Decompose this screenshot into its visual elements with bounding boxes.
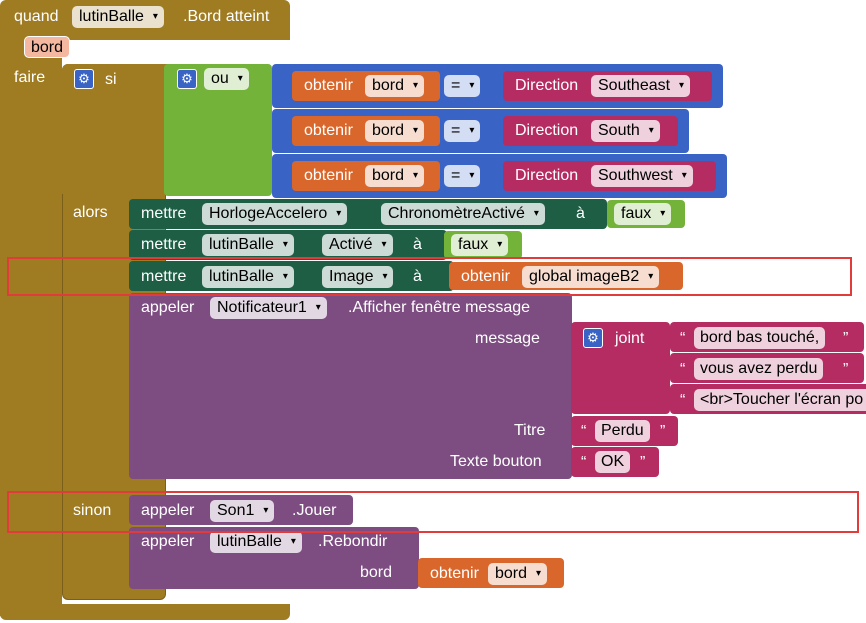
notifier-method-label: .Afficher fenêtre message bbox=[348, 299, 531, 316]
highlight-box bbox=[7, 491, 859, 533]
highlight-box bbox=[7, 257, 852, 296]
sound-method-label: .Jouer bbox=[292, 502, 337, 519]
direction-label: Direction bbox=[515, 167, 579, 184]
quote-open: “ bbox=[680, 361, 686, 378]
event-component-dropdown[interactable]: lutinBalle▾ bbox=[72, 6, 164, 28]
property-dropdown[interactable]: ChronomètreActivé▾ bbox=[381, 203, 545, 225]
message-socket-label: message bbox=[475, 330, 540, 347]
get-label: obtenir bbox=[304, 122, 353, 139]
to-label: à bbox=[576, 205, 585, 222]
text-field[interactable]: <br>Toucher l'écran po bbox=[694, 389, 866, 411]
to-label: à bbox=[413, 268, 422, 285]
var-dropdown[interactable]: bord▾ bbox=[365, 75, 425, 97]
event-block-bottom bbox=[0, 604, 290, 620]
quote-open: “ bbox=[581, 454, 587, 471]
var-dropdown[interactable]: bord▾ bbox=[488, 563, 548, 585]
bounce-method-label: .Rebondir bbox=[318, 533, 388, 550]
text-field[interactable]: bord bas touché, bbox=[694, 327, 826, 349]
quote-open: “ bbox=[581, 423, 587, 440]
bounce-param-label: bord bbox=[360, 564, 393, 581]
button-socket-label: Texte bouton bbox=[450, 453, 542, 470]
quote-close: ” bbox=[640, 454, 646, 471]
global-var-dropdown[interactable]: global imageB2▾ bbox=[522, 266, 660, 288]
compare-operator-dropdown[interactable]: =▾ bbox=[444, 165, 481, 187]
gear-icon[interactable]: ⚙ bbox=[583, 328, 603, 348]
bounce-component-dropdown[interactable]: lutinBalle▾ bbox=[210, 531, 302, 553]
property-dropdown[interactable]: Image▾ bbox=[322, 266, 394, 288]
gear-icon[interactable]: ⚙ bbox=[177, 69, 197, 89]
to-label: à bbox=[413, 236, 422, 253]
or-operator-dropdown[interactable]: ou▾ bbox=[204, 68, 249, 90]
compare-operator-dropdown[interactable]: =▾ bbox=[444, 120, 481, 142]
call-label: appeler bbox=[141, 533, 195, 550]
get-label: obtenir bbox=[304, 77, 353, 94]
quote-close: ” bbox=[660, 423, 666, 440]
set-label: mettre bbox=[141, 268, 187, 285]
component-dropdown[interactable]: lutinBalle▾ bbox=[202, 234, 294, 256]
boolean-dropdown[interactable]: faux▾ bbox=[614, 203, 672, 225]
notifier-component-dropdown[interactable]: Notificateur1▾ bbox=[210, 297, 327, 319]
title-socket-label: Titre bbox=[514, 422, 546, 439]
event-block-body bbox=[0, 30, 62, 616]
direction-label: Direction bbox=[515, 77, 579, 94]
then-label: alors bbox=[73, 204, 108, 221]
sound-component-dropdown[interactable]: Son1▾ bbox=[210, 500, 275, 522]
if-label: si bbox=[105, 71, 117, 88]
call-notifier-block[interactable] bbox=[129, 293, 572, 479]
title-text-field[interactable]: Perdu bbox=[595, 420, 650, 442]
direction-dropdown[interactable]: Southwest▾ bbox=[591, 165, 693, 187]
call-label: appeler bbox=[141, 299, 195, 316]
direction-dropdown[interactable]: South▾ bbox=[591, 120, 660, 142]
event-when-label: quand bbox=[14, 8, 59, 25]
set-label: mettre bbox=[141, 205, 187, 222]
event-name-label: .Bord atteint bbox=[183, 8, 270, 25]
get-label: obtenir bbox=[430, 565, 479, 582]
event-do-label: faire bbox=[14, 69, 46, 86]
boolean-dropdown[interactable]: faux▾ bbox=[451, 234, 509, 256]
button-text-field[interactable]: OK bbox=[595, 451, 631, 473]
property-dropdown[interactable]: Activé▾ bbox=[322, 234, 393, 256]
var-dropdown[interactable]: bord▾ bbox=[365, 120, 425, 142]
compare-operator-dropdown[interactable]: =▾ bbox=[444, 75, 481, 97]
component-dropdown[interactable]: lutinBalle▾ bbox=[202, 266, 294, 288]
text-field[interactable]: vous avez perdu bbox=[694, 358, 824, 380]
quote-close: ” bbox=[843, 361, 849, 378]
component-dropdown[interactable]: HorlogeAccelero▾ bbox=[202, 203, 348, 225]
get-label: obtenir bbox=[461, 268, 510, 285]
event-param-bord[interactable]: bord bbox=[24, 36, 71, 58]
join-label: joint bbox=[615, 330, 645, 347]
quote-close: ” bbox=[843, 330, 849, 347]
quote-open: “ bbox=[680, 330, 686, 347]
quote-open: “ bbox=[680, 392, 686, 409]
var-dropdown[interactable]: bord▾ bbox=[365, 165, 425, 187]
call-label: appeler bbox=[141, 502, 195, 519]
else-label: sinon bbox=[73, 502, 112, 519]
set-label: mettre bbox=[141, 236, 187, 253]
get-label: obtenir bbox=[304, 167, 353, 184]
direction-dropdown[interactable]: Southeast▾ bbox=[591, 75, 691, 97]
direction-label: Direction bbox=[515, 122, 579, 139]
gear-icon[interactable]: ⚙ bbox=[74, 69, 94, 89]
